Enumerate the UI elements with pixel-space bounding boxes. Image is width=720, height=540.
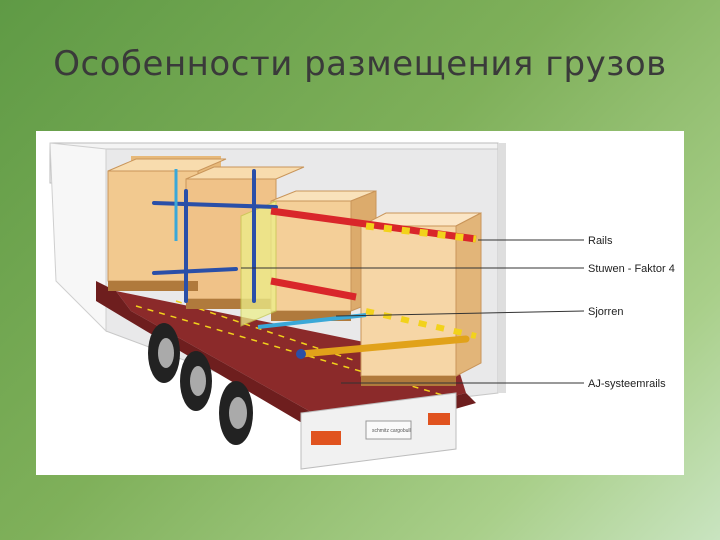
- trailer-floor: [116, 291, 466, 426]
- callout-lines: [241, 239, 585, 384]
- lashing-strap: [257, 313, 367, 329]
- trailer-front-wall: [49, 142, 107, 333]
- callout-sjorren: Sjorren: [588, 306, 623, 318]
- cargo-stack-left: [107, 156, 305, 309]
- trailer-illustration: schmitz cargobull Rails Stuwen - Faktor …: [36, 131, 684, 475]
- rear-light-left: [311, 431, 341, 445]
- wheels: [148, 323, 253, 445]
- floor-edge: [96, 281, 476, 443]
- cargo-box-rear: [360, 212, 482, 386]
- aj-rail-bar: [297, 335, 470, 358]
- load-bars: [152, 169, 278, 303]
- license-plate: [365, 420, 412, 440]
- trailer-svg: schmitz cargobull Rails Stuwen - Faktor …: [49, 142, 675, 470]
- cargo-net: [240, 200, 277, 327]
- callout-rails: Rails: [588, 235, 613, 247]
- trailer-rear: schmitz cargobull: [300, 392, 457, 470]
- plate-text: schmitz cargobull: [372, 428, 411, 434]
- rear-light-right: [428, 413, 450, 425]
- callout-aj-systeemrails: AJ-systeemrails: [588, 378, 666, 390]
- slide-title: Особенности размещения грузов: [53, 44, 667, 84]
- aj-rail-cap: [296, 349, 306, 359]
- callout-stuwen: Stuwen - Faktor 4: [588, 263, 675, 275]
